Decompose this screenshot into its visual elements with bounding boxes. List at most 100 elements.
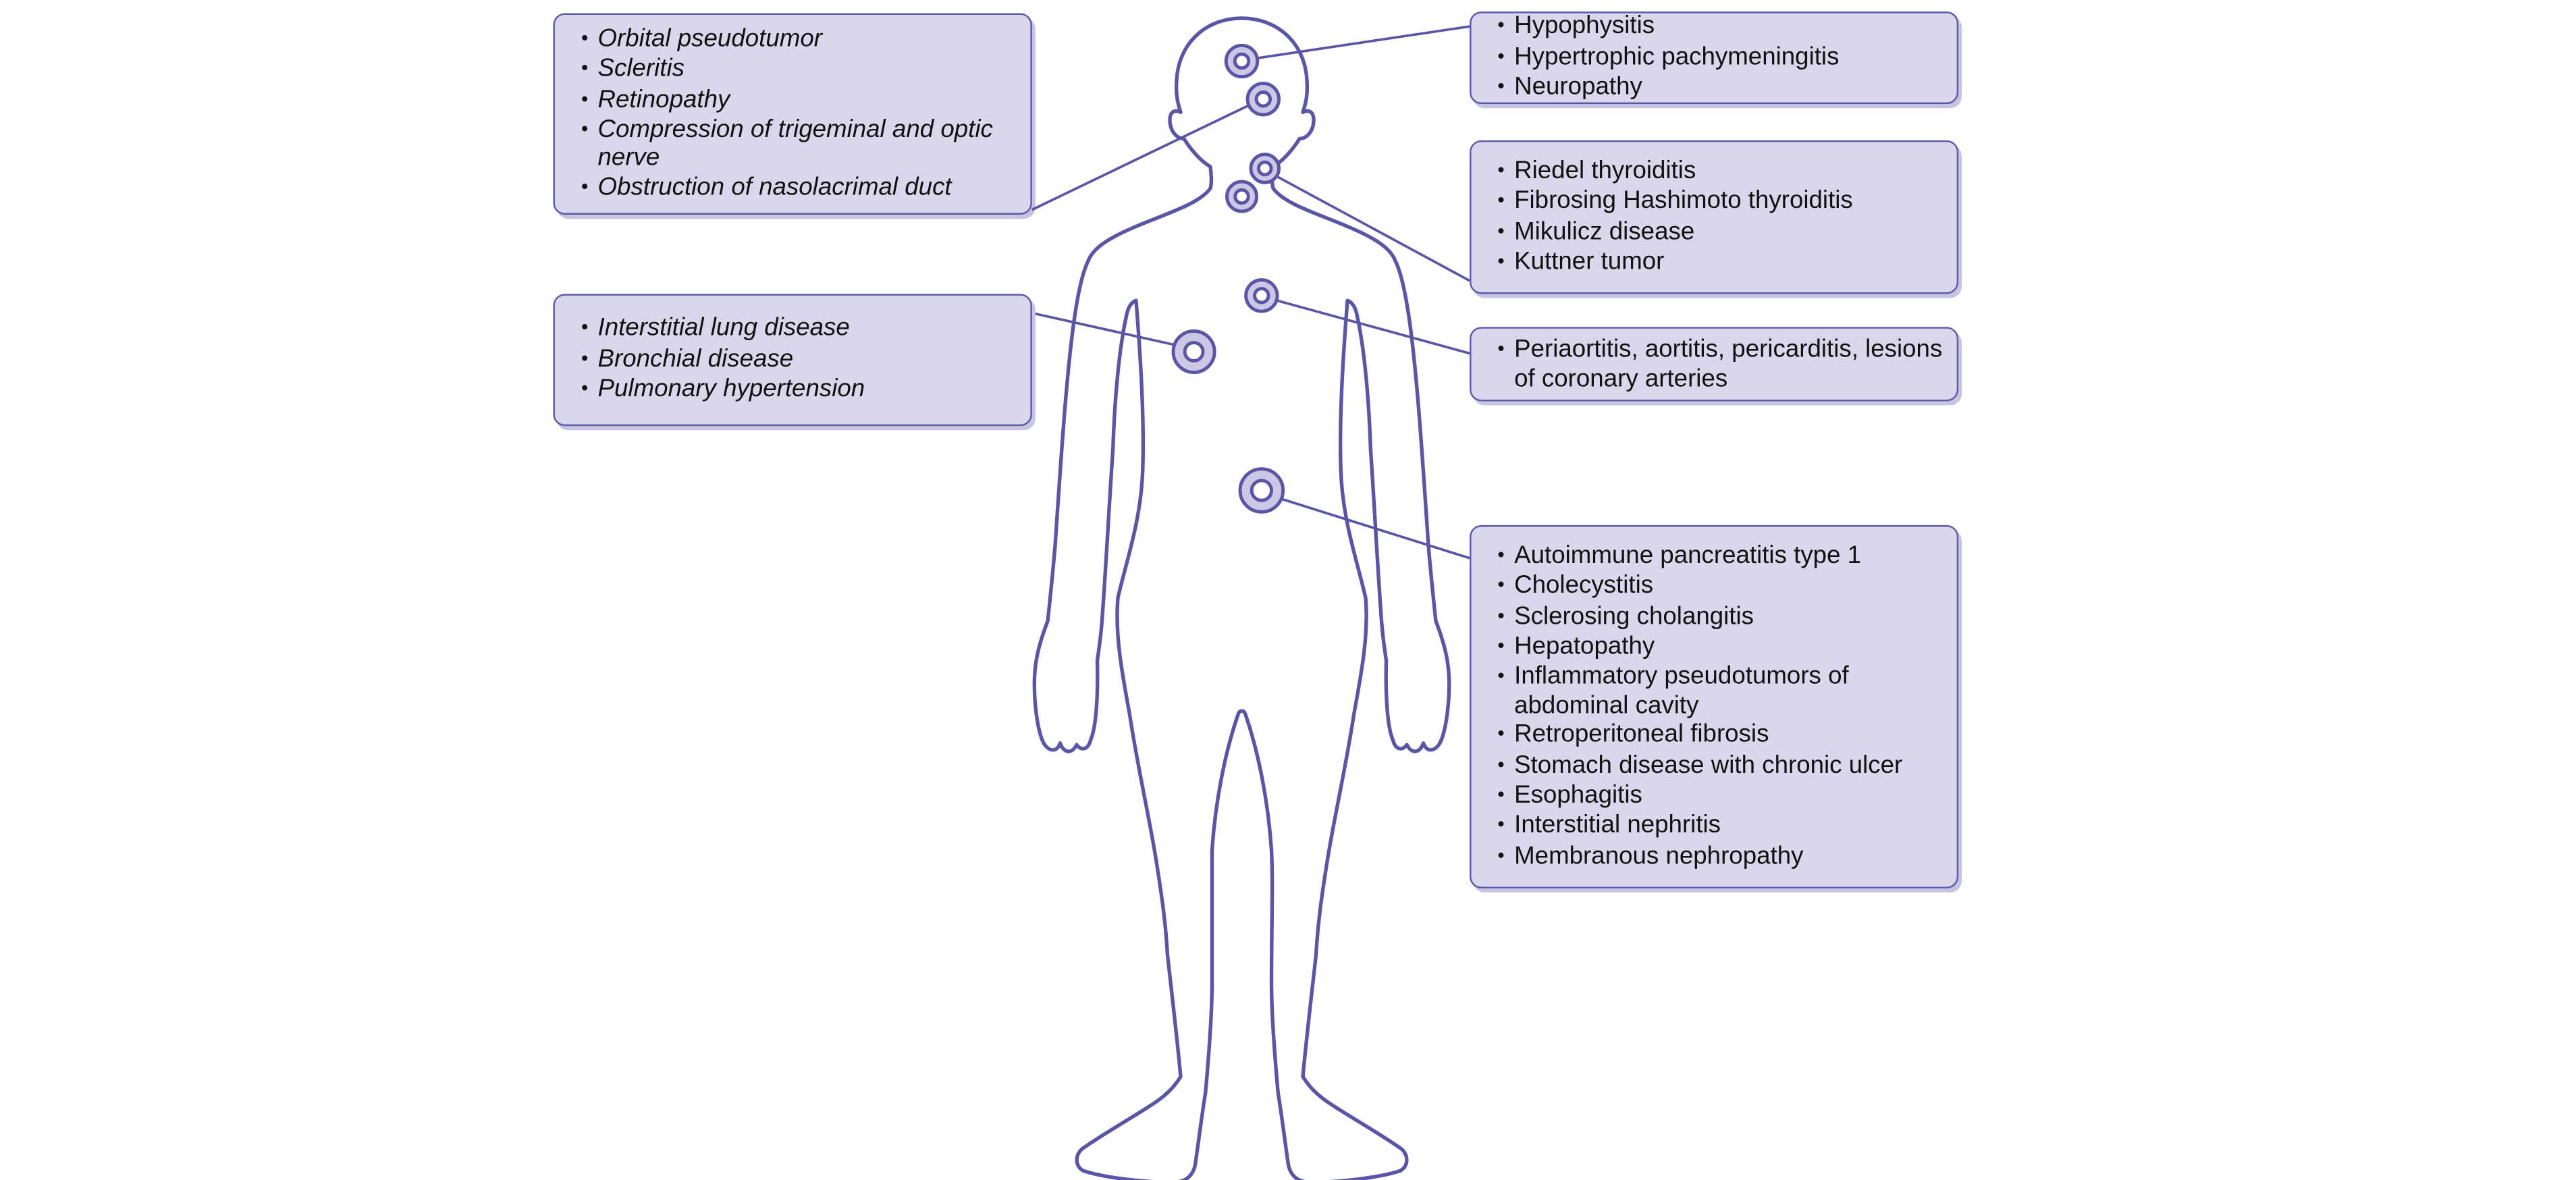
list-item: Hypophysitis [1488,12,1947,43]
bullet-icon [1488,842,1514,872]
list-item: Hepatopathy [1488,633,1947,663]
marker-lung [1171,329,1216,375]
bullet-icon [571,115,597,146]
bullet-icon [571,24,597,55]
callout-item-text: Fibrosing Hashimoto thyroiditis [1514,186,1853,215]
list-item: Stomach disease with chronic ulcer [1488,751,1947,781]
list-item: Orbital pseudotumor [571,24,1020,55]
callout-item-text: Sclerosing cholangitis [1514,601,1754,631]
callout-item-text: Compression of trigeminal and optic nerv… [597,115,993,173]
bullet-icon [1488,43,1514,73]
list-item: Esophagitis [1488,781,1947,811]
list-item: Interstitial lung disease [571,315,1020,345]
callout-box-hypophysitis: Hypophysitis Hypertrophic pachymeningiti… [1470,11,1959,105]
callout-item-text: Cholecystitis [1514,571,1654,600]
connector-line-thyroid [1267,170,1470,282]
bullet-icon [1488,187,1514,217]
callout-item-text: Mikulicz disease [1514,217,1695,246]
marker-abdomen [1238,467,1285,514]
bullet-icon [1488,12,1514,43]
bullet-icon [1488,633,1514,663]
list-item: Obstruction of nasolacrimal duct [571,173,1020,203]
marker-chest [1244,278,1279,313]
bullet-icon [571,315,597,345]
callout-item-text: Inflammatory pseudotumors of abdominal c… [1514,662,1849,720]
marker-neck-upper [1249,153,1281,184]
bullet-icon [571,345,597,375]
callout-item-text: Orbital pseudotumor [597,24,822,53]
list-item: Kuttner tumor [1488,248,1947,278]
list-item: Periaortitis, aortitis, pericarditis, le… [1488,336,1947,393]
callout-item-text: Esophagitis [1514,781,1642,809]
bullet-icon [1488,157,1514,187]
list-item: Scleritis [571,55,1020,85]
bullet-icon [1488,811,1514,842]
callout-item-text: Stomach disease with chronic ulcer [1514,751,1903,779]
callout-item-text: Retroperitoneal fibrosis [1514,720,1769,749]
bullet-icon [1488,751,1514,781]
callout-box-lung: Interstitial lung disease Bronchial dise… [553,294,1032,427]
list-item: Neuropathy [1488,73,1947,103]
callout-item-text: Retinopathy [597,85,730,113]
bullet-icon [1488,602,1514,633]
callout-item-text: Hypophysitis [1514,12,1655,41]
callout-item-text: Periaortitis, aortitis, pericarditis, le… [1514,335,1943,392]
callout-box-orbital: Orbital pseudotumor Scleritis Retinopath… [553,13,1032,215]
list-item: Autoimmune pancreatitis type 1 [1488,541,1947,572]
marker-head [1224,43,1260,79]
bullet-icon [1488,217,1514,248]
bullet-icon [571,173,597,203]
callout-item-text: Pulmonary hypertension [597,375,865,404]
callout-box-cardiovascular: Periaortitis, aortitis, pericarditis, le… [1470,327,1959,402]
list-item: Bronchial disease [571,345,1020,375]
connector-line-lung [1035,312,1191,350]
callout-item-text: Interstitial lung disease [597,314,850,343]
callout-item-text: Autoimmune pancreatitis type 1 [1514,541,1862,570]
list-item: Sclerosing cholangitis [1488,602,1947,633]
connector-line-orbital [1031,101,1256,211]
bullet-icon [1488,336,1514,366]
bullet-icon [1488,248,1514,278]
callout-item-text: Kuttner tumor [1514,247,1665,276]
list-item: Retroperitoneal fibrosis [1488,720,1947,751]
bullet-icon [571,85,597,115]
bullet-icon [1488,720,1514,751]
marker-eye [1245,82,1281,117]
bullet-icon [571,55,597,85]
bullet-icon [1488,663,1514,693]
callout-box-thyroid: Riedel thyroiditis Fibrosing Hashimoto t… [1470,140,1959,294]
list-item: Inflammatory pseudotumors of abdominal c… [1488,663,1947,720]
callout-item-text: Neuropathy [1514,73,1642,101]
bullet-icon [1488,73,1514,103]
callout-item-text: Membranous nephropathy [1514,842,1804,870]
list-item: Pulmonary hypertension [571,375,1020,406]
marker-neck-lower [1225,180,1258,213]
bullet-icon [571,375,597,406]
callout-item-text: Riedel thyroiditis [1514,156,1696,185]
connector-line-abdomen [1264,492,1470,560]
bullet-icon [1488,781,1514,811]
list-item: Membranous nephropathy [1488,842,1947,872]
list-item: Retinopathy [571,85,1020,115]
callout-box-abdominal: Autoimmune pancreatitis type 1 Cholecyst… [1470,525,1959,889]
bullet-icon [1488,541,1514,572]
connector-line-hypophysitis [1248,25,1470,61]
list-item: Interstitial nephritis [1488,811,1947,842]
bullet-icon [1488,572,1514,602]
body-outline [1032,16,1451,1180]
callout-item-text: Bronchial disease [597,344,794,373]
list-item: Compression of trigeminal and optic nerv… [571,115,1020,173]
callout-item-text: Scleritis [597,55,685,83]
list-item: Hypertrophic pachymeningitis [1488,43,1947,73]
list-item: Fibrosing Hashimoto thyroiditis [1488,187,1947,217]
connector-line-heart [1264,296,1470,355]
callout-item-text: Hepatopathy [1514,632,1655,661]
callout-item-text: Obstruction of nasolacrimal duct [597,173,952,201]
callout-item-text: Hypertrophic pachymeningitis [1514,43,1840,71]
list-item: Riedel thyroiditis [1488,157,1947,187]
list-item: Mikulicz disease [1488,217,1947,248]
list-item: Cholecystitis [1488,572,1947,602]
